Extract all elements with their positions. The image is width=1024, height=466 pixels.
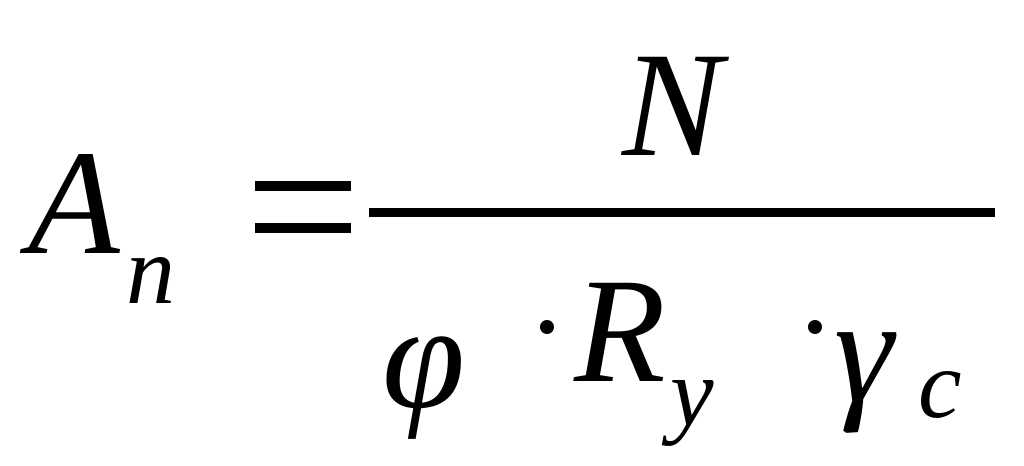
lhs-subscript: n [126,217,175,325]
lhs-base-symbol: A [28,120,120,286]
gamma-subscript: c [918,331,962,439]
multiplication-dot [808,320,822,334]
phi-symbol: φ [382,274,465,440]
fraction-bar [369,208,995,217]
gamma-symbol: γ [834,268,894,434]
equals-bar-bottom [255,223,351,233]
equals-bar-top [255,181,351,191]
multiplication-dot [540,320,554,334]
resistance-symbol: R [574,248,666,414]
equals-sign [255,181,351,233]
numerator-symbol: N [622,22,723,188]
resistance-subscript: y [670,339,714,447]
